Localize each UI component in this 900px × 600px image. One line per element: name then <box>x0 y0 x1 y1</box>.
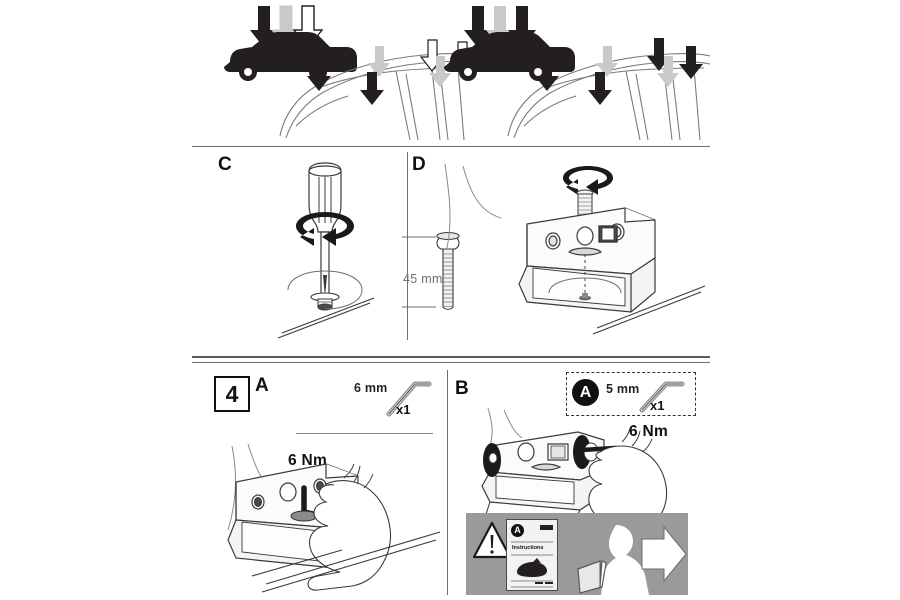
manual-product-illustration <box>517 558 547 577</box>
roof-arrow-black-2 <box>360 72 384 105</box>
panel-b-tool-size-label: 5 mm <box>606 382 640 396</box>
panel-a-tool-size-label: 6 mm <box>354 381 388 395</box>
roof-rail-lines <box>277 297 375 339</box>
panel-b-illustration <box>460 407 680 519</box>
manual-badge-a: A <box>511 524 524 537</box>
vehicle-load-points-all-illustration <box>444 6 711 141</box>
panel-divider-ab <box>447 370 448 595</box>
section-divider-step4-a <box>192 356 710 358</box>
panel-d-illustration <box>444 162 706 337</box>
roof-arrow-gray-1 <box>368 46 390 77</box>
step-number-box: 4 <box>214 376 250 412</box>
roof-rack-foot-icon <box>518 207 656 313</box>
roof-arrow-gray-2 <box>657 56 679 87</box>
panel-d-label: D <box>412 154 427 175</box>
section-divider-top <box>192 146 710 147</box>
hex-key-collar <box>290 510 318 522</box>
vehicle-load-points-partial-illustration <box>224 5 475 141</box>
roof-arrow-black-4 <box>679 46 703 79</box>
rubber-plug-icon <box>579 293 591 301</box>
panel-a-torque-label: 6 Nm <box>288 452 328 469</box>
dimension-marks <box>402 236 436 308</box>
roof-arrow-gray-2 <box>429 56 451 87</box>
panel-a-illustration <box>222 420 442 595</box>
car-silhouette-icon <box>444 32 575 81</box>
rotation-arrow-icon <box>296 212 354 246</box>
manual-barcode <box>540 525 553 530</box>
panel-divider-cd <box>407 152 408 340</box>
rotation-arrow-icon <box>563 166 613 195</box>
panel-a-hex-key-icon <box>385 378 435 418</box>
open-book-icon <box>577 560 607 594</box>
warning-triangle-glyph <box>490 535 494 554</box>
hand-icon <box>307 463 392 591</box>
panel-a-tool-quantity: x1 <box>396 402 411 417</box>
panel-a-label: A <box>255 375 270 396</box>
right-arrow-icon <box>641 525 687 583</box>
top-right-panel <box>444 0 711 141</box>
panel-b-label: B <box>455 378 470 399</box>
vehicle-body-outline <box>444 163 502 249</box>
panel-b-tool-quantity: x1 <box>650 398 665 413</box>
panel-c-illustration <box>230 155 410 340</box>
panel-a-separator <box>296 433 433 434</box>
safety-info-panel: A Instructions <box>466 513 688 595</box>
panel-b-badge-a: A <box>572 379 599 406</box>
roof-rail-lines <box>251 531 441 593</box>
instruction-manual-icon: A Instructions <box>506 519 558 591</box>
roof-arrow-black-1 <box>307 58 331 91</box>
section-divider-step4-b <box>192 362 710 363</box>
roof-arrow-gray-1 <box>596 46 618 77</box>
hand-icon <box>588 427 668 519</box>
car-silhouette-icon <box>224 32 357 81</box>
roof-arrow-black-1 <box>535 58 559 91</box>
rubber-plug-icon <box>310 292 340 311</box>
roof-arrow-black-2 <box>588 72 612 105</box>
top-left-panel <box>200 0 475 141</box>
panel-b-hex-key-icon <box>638 378 688 414</box>
vehicle-body-outline <box>487 407 523 447</box>
screw-length-label: 45 mm <box>403 272 443 286</box>
manual-title: Instructions <box>512 545 544 551</box>
panel-c-label: C <box>218 154 233 175</box>
screw-dimension-group <box>400 225 480 315</box>
roof-rail-lines <box>592 285 706 335</box>
